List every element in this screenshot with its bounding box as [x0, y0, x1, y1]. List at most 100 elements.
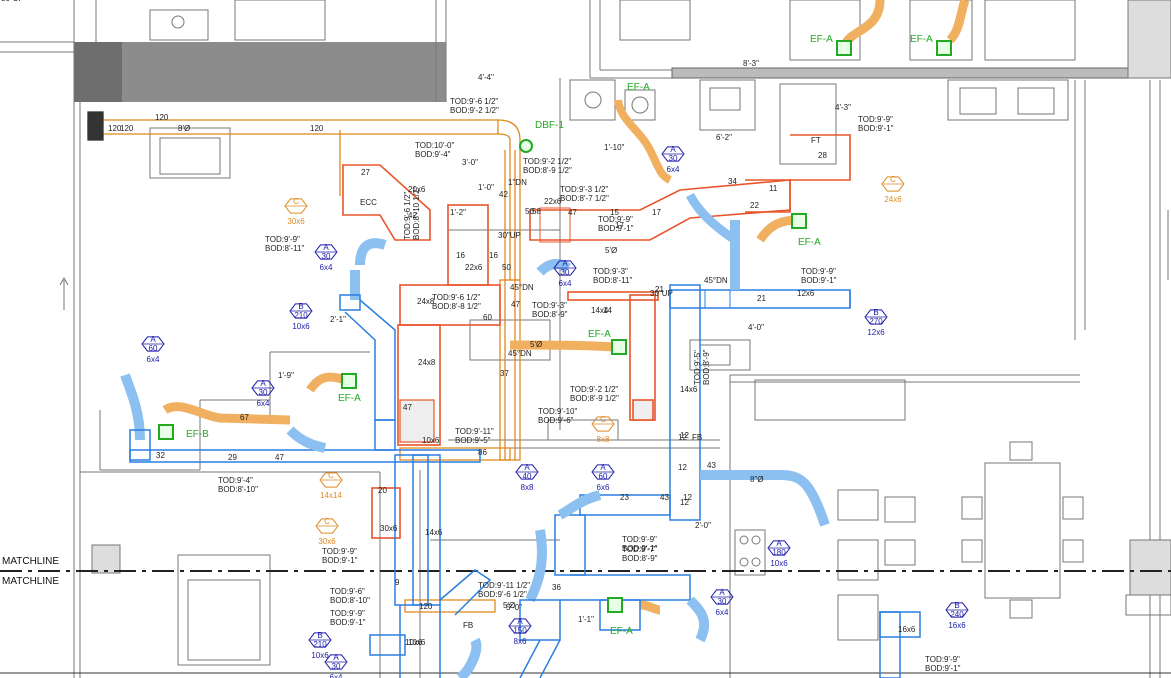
dimension-label: 4'-0": [748, 323, 764, 332]
duct-size-label: 45°DN: [510, 283, 534, 292]
duct-size-label: 14x6: [680, 385, 698, 394]
elevation-note: TOD:9'-4"BOD:8'-10": [218, 476, 258, 494]
diffuser-type: C: [328, 471, 334, 480]
diffuser-size: 6x4: [559, 279, 572, 288]
diffuser-type: A: [517, 617, 523, 626]
elevation-note: TOD:9'-5"BOD:8'-9": [693, 349, 711, 385]
duct-size-label: 47: [275, 453, 284, 462]
duct-size-label: 12x6: [797, 289, 815, 298]
elevation-note: TOD:9'-9"BOD:9'-1": [858, 115, 894, 133]
dimension-label: 2'-0": [695, 521, 711, 530]
duct-size-label: ECC: [360, 198, 377, 207]
diffuser-type: A: [524, 463, 530, 472]
diffuser-hexagon: [314, 244, 338, 260]
duct-size-label: 16x6: [898, 625, 916, 634]
dimension-label: 1'-9": [278, 371, 294, 380]
diffuser-type: C: [600, 415, 606, 424]
top-of-duct: TOD:9'-6 1/2": [403, 192, 412, 240]
bottom-of-duct: BOD:9'-1": [322, 556, 358, 565]
duct-size-label: 24x8: [418, 358, 436, 367]
tag-efb: EF-B: [186, 429, 209, 440]
duct-size-label: 43: [707, 461, 716, 470]
duct-size-label: 20: [378, 486, 387, 495]
elevation-note: TOD:9'-6 1/2"BOD:9'-2 1/2": [450, 97, 499, 115]
dimension-label: 1'-2": [450, 208, 466, 217]
duct-size-label: 120: [419, 602, 433, 611]
elevation-note: TOD:10'-0"BOD:9'-4": [415, 141, 455, 159]
duct-size-label: 24x8: [417, 297, 435, 306]
duct-size-label: 29: [228, 453, 237, 462]
top-of-duct: TOD:9'-9": [858, 115, 893, 124]
duct-size-label: 9: [395, 578, 400, 587]
matchline-label-bottom: MATCHLINE: [2, 576, 59, 587]
bottom-of-duct: BOD:8'-9 1/2": [570, 394, 619, 403]
diffuser-cfm: 240: [950, 610, 964, 619]
diffuser-size: 6x4: [330, 673, 343, 678]
bottom-of-duct: BOD:9'-1": [330, 618, 366, 627]
tag-efa: EF-A: [810, 34, 833, 45]
bottom-of-duct: BOD:8'-8 1/2": [432, 302, 481, 311]
diffuser-hexagon: [324, 654, 348, 670]
diffuser-size: 10x6: [311, 651, 329, 660]
duct-size-label: 22: [750, 201, 759, 210]
elevation-note: TOD:9'-6 1/2"BOD:8'-10 1/2": [403, 187, 421, 240]
diffuser-hexagon: [945, 602, 969, 618]
diffuser-hexagon: [289, 303, 313, 319]
duct-size-label: 15: [610, 208, 619, 217]
duct-size-label: 17: [615, 221, 624, 230]
diffuser-size: 8x8: [597, 435, 610, 444]
elevation-notes: TOD:9'-6 1/2"BOD:9'-2 1/2"TOD:10'-0"BOD:…: [218, 97, 961, 673]
bottom-of-duct: BOD:9'-2 1/2": [450, 106, 499, 115]
duct-size-label: 34: [728, 177, 737, 186]
top-of-duct: TOD:9'-3": [593, 267, 628, 276]
duct-size-label: 14x6: [425, 528, 443, 537]
diffuser-cfm: 180: [772, 548, 786, 557]
duct-size-label: 28: [818, 151, 827, 160]
diffuser-hexagon: [319, 472, 343, 488]
top-of-duct: TOD:9'-9": [598, 215, 633, 224]
duct-size-label: 12: [683, 493, 692, 502]
elevation-note: TOD:9'-9"BOD:9'-1": [330, 609, 366, 627]
elevation-note: TOD:9'-3"BOD:8'-11": [593, 267, 633, 285]
diffuser-type: A: [562, 259, 568, 268]
diffuser-size: 8x8: [521, 483, 534, 492]
diffuser-size: 6x4: [716, 608, 729, 617]
duct-size-label: 58: [532, 207, 541, 216]
duct-size-label: 16: [456, 251, 465, 260]
bottom-of-duct: BOD:8'-10": [330, 596, 370, 605]
exhaust-fan-icon: [936, 40, 952, 56]
diffuser-size: 16x6: [948, 621, 966, 630]
diffuser-size: 14x14: [320, 491, 342, 500]
bottom-of-duct: BOD:8'-10 1/2": [412, 187, 421, 240]
duct-size-label: 30x6: [380, 524, 398, 533]
dimensions: 4'-4"8'-3"1'-10"1'-0"3'-0"1'-2"1'-9"2'-0…: [278, 59, 851, 624]
diffuser-size: 24x6: [884, 195, 902, 204]
duct-size-label: FB: [463, 621, 473, 630]
dimension-label: 8'-3": [743, 59, 759, 68]
diffuser-cfm: 60: [599, 472, 608, 481]
diffuser-cfm: 30: [322, 252, 331, 261]
duct-size-label: 47: [568, 208, 577, 217]
exhaust-fan-icon: [791, 213, 807, 229]
tag-efa: EF-A: [798, 237, 821, 248]
dimension-label: 2'-1": [330, 315, 346, 324]
top-of-duct: TOD:9'-9": [801, 267, 836, 276]
equipment-tags: DBF-1 EF-A EF-A EF-A EF-A EF-A EF-A EF-B…: [186, 34, 933, 637]
elevation-note: TOD:9'-9"BOD:9'-1": [801, 267, 837, 285]
elevation-note: TOD:9'-9"BOD:9'-1": [598, 215, 634, 233]
duct-size-label: 8'Ø: [178, 124, 190, 133]
